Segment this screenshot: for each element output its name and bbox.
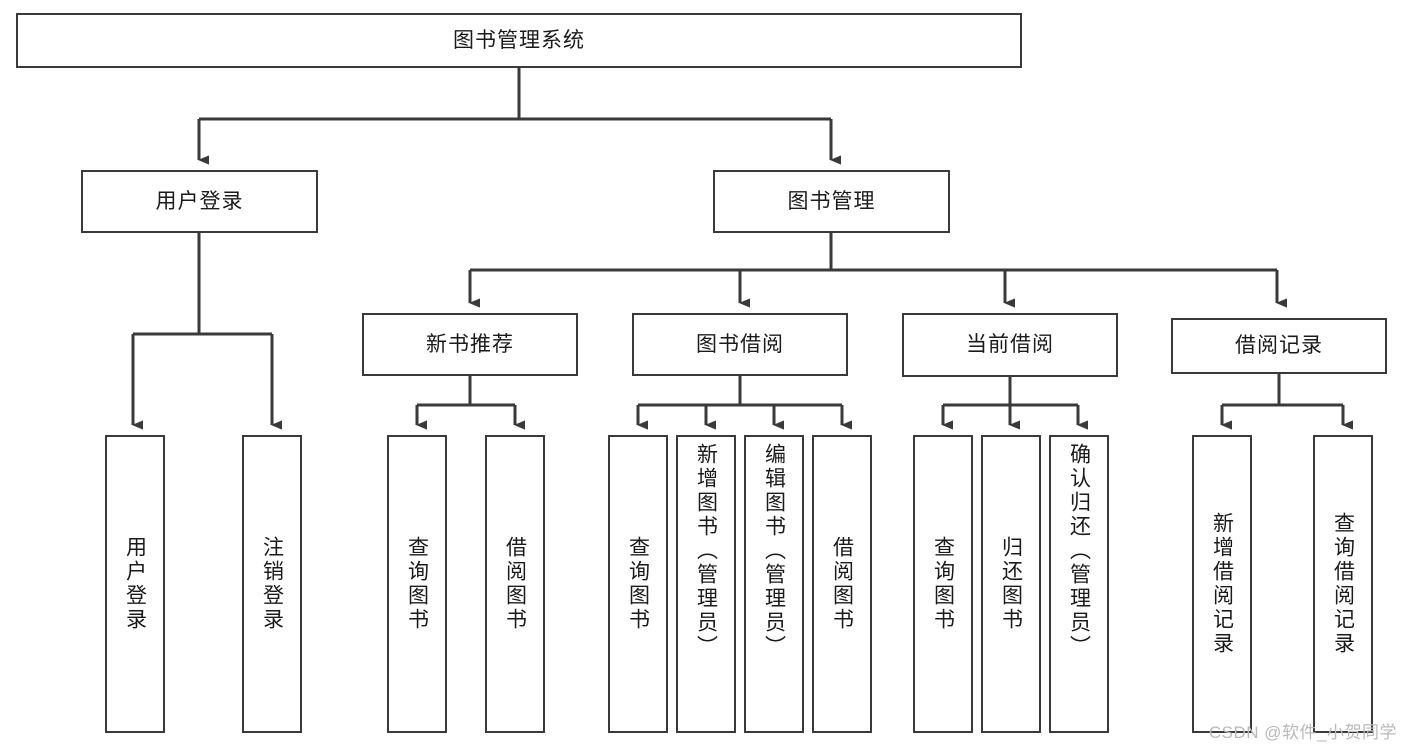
node-label: 图书借阅 bbox=[696, 332, 784, 356]
leaf-confirm-return-admin[interactable]: 确认归还（管理员） bbox=[1049, 435, 1109, 733]
leaf-borrow-book-recommend[interactable]: 借阅图书 bbox=[485, 435, 545, 733]
node-label: 查询图书 bbox=[626, 536, 650, 632]
node-book-management[interactable]: 图书管理 bbox=[713, 170, 950, 233]
leaf-query-book-current[interactable]: 查询图书 bbox=[913, 435, 973, 733]
node-label: 注销登录 bbox=[260, 536, 284, 632]
node-label: 图书管理系统 bbox=[453, 28, 585, 52]
node-book-borrow[interactable]: 图书借阅 bbox=[632, 313, 848, 376]
leaf-query-book-recommend[interactable]: 查询图书 bbox=[387, 435, 447, 733]
node-borrow-record[interactable]: 借阅记录 bbox=[1171, 318, 1387, 374]
node-label: 图书管理 bbox=[787, 189, 876, 213]
leaf-logout-login[interactable]: 注销登录 bbox=[242, 435, 302, 733]
node-label: 编辑图书（管理员） bbox=[762, 443, 786, 659]
node-label: 归还图书 bbox=[999, 536, 1023, 632]
leaf-query-book-borrow[interactable]: 查询图书 bbox=[608, 435, 668, 733]
leaf-borrow-book[interactable]: 借阅图书 bbox=[812, 435, 872, 733]
node-root-system[interactable]: 图书管理系统 bbox=[16, 13, 1022, 68]
leaf-query-borrow-record[interactable]: 查询借阅记录 bbox=[1313, 435, 1373, 733]
watermark: CSDN @软件_小贺同学 bbox=[1208, 723, 1397, 742]
node-label: 借阅记录 bbox=[1235, 334, 1323, 358]
leaf-add-book-admin[interactable]: 新增图书（管理员） bbox=[676, 435, 736, 733]
node-label: 查询图书 bbox=[405, 536, 429, 632]
node-label: 借阅图书 bbox=[503, 536, 527, 632]
node-label: 用户登录 bbox=[123, 536, 147, 632]
node-label: 借阅图书 bbox=[830, 536, 854, 632]
leaf-add-borrow-record[interactable]: 新增借阅记录 bbox=[1192, 435, 1252, 733]
node-user-login[interactable]: 用户登录 bbox=[81, 170, 318, 233]
node-current-borrow[interactable]: 当前借阅 bbox=[902, 313, 1118, 377]
node-label: 新增图书（管理员） bbox=[694, 443, 718, 659]
node-label: 新书推荐 bbox=[426, 332, 514, 356]
leaf-edit-book-admin[interactable]: 编辑图书（管理员） bbox=[744, 435, 804, 733]
node-new-book-recommend[interactable]: 新书推荐 bbox=[362, 313, 578, 376]
leaf-return-book[interactable]: 归还图书 bbox=[981, 435, 1041, 733]
node-label: 确认归还（管理员） bbox=[1067, 443, 1091, 659]
node-label: 查询借阅记录 bbox=[1331, 512, 1355, 656]
node-label: 查询图书 bbox=[931, 536, 955, 632]
node-label: 新增借阅记录 bbox=[1210, 512, 1234, 656]
leaf-user-login[interactable]: 用户登录 bbox=[105, 435, 165, 733]
node-label: 用户登录 bbox=[155, 189, 244, 213]
node-label: 当前借阅 bbox=[966, 333, 1054, 357]
